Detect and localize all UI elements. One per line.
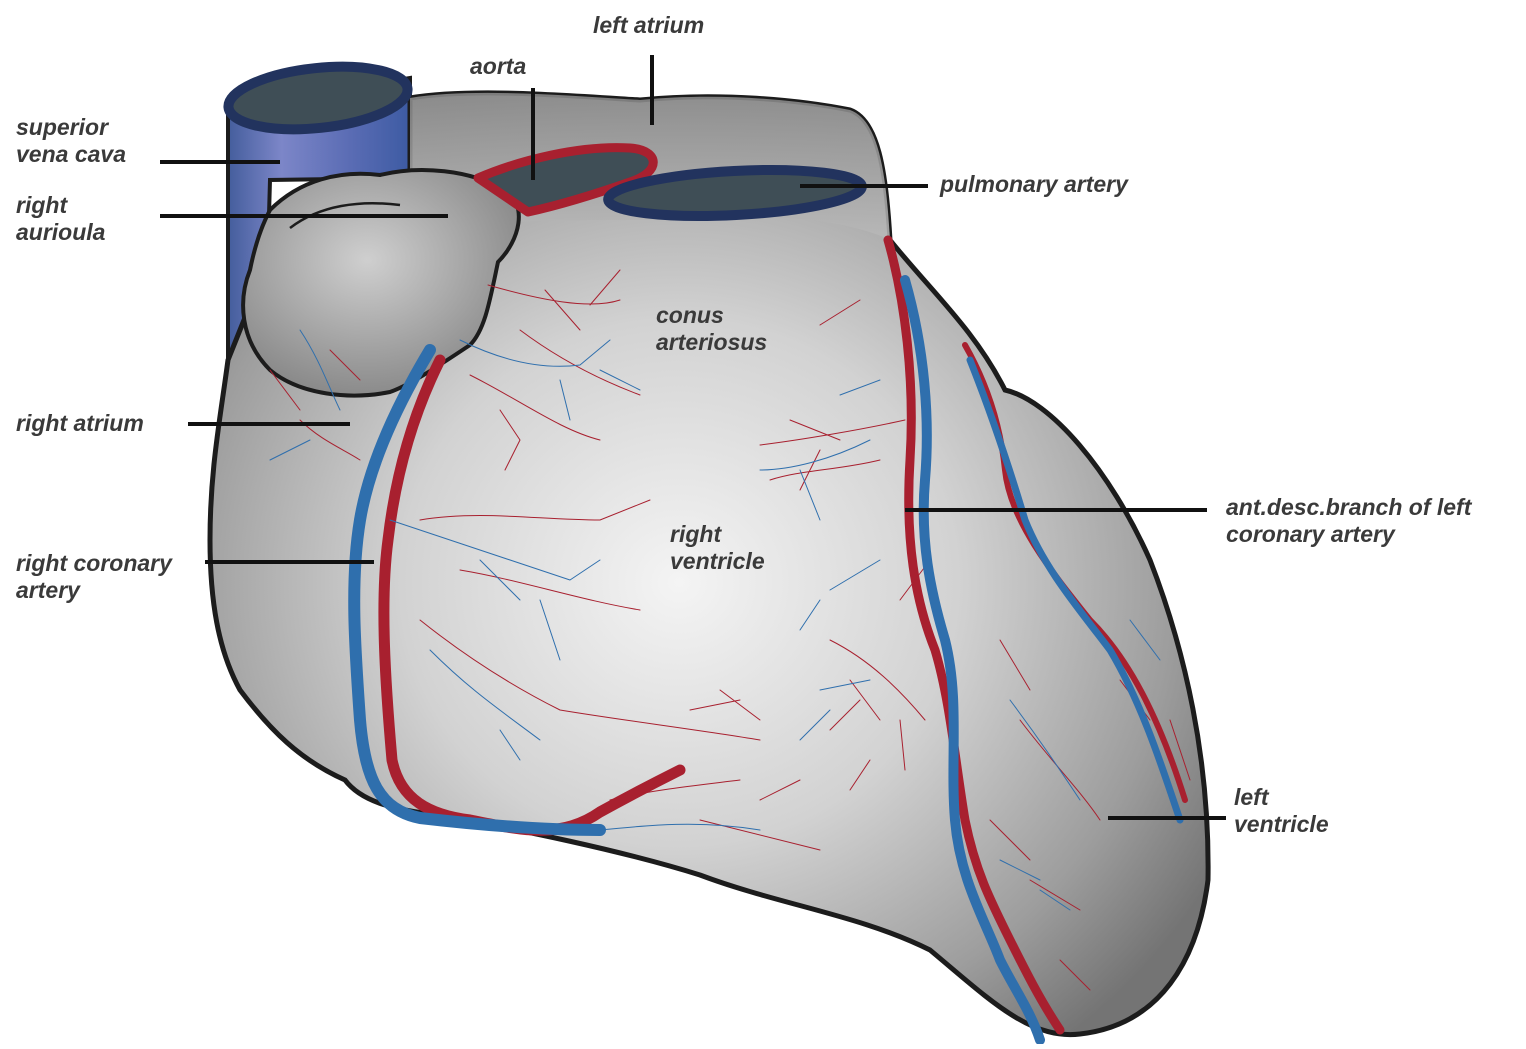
label-superior-vena-cava-line1: superior <box>16 114 126 141</box>
label-ant-desc-branch-line2: coronary artery <box>1226 521 1471 548</box>
label-left-ventricle-line2: ventricle <box>1234 811 1329 838</box>
label-superior-vena-cava: superior vena cava <box>16 114 126 168</box>
label-right-auricula: right aurioula <box>16 192 105 246</box>
label-conus-arteriosus: conus arteriosus <box>656 302 767 356</box>
label-right-coronary-artery-line2: artery <box>16 577 172 604</box>
label-ant-desc-branch: ant.desc.branch of left coronary artery <box>1226 494 1471 548</box>
label-right-auricula-line2: aurioula <box>16 219 105 246</box>
label-right-coronary-artery: right coronary artery <box>16 550 172 604</box>
label-aorta: aorta <box>470 53 526 80</box>
label-pulmonary-artery: pulmonary artery <box>940 171 1128 198</box>
label-right-atrium: right atrium <box>16 410 144 437</box>
label-left-ventricle: left ventricle <box>1234 784 1329 838</box>
label-right-ventricle: right ventricle <box>670 521 765 575</box>
label-right-ventricle-line2: ventricle <box>670 548 765 575</box>
label-ant-desc-branch-line1: ant.desc.branch of left <box>1226 494 1471 521</box>
label-left-atrium: left atrium <box>593 12 704 39</box>
label-conus-arteriosus-line2: arteriosus <box>656 329 767 356</box>
label-right-coronary-artery-line1: right coronary <box>16 550 172 577</box>
label-conus-arteriosus-line1: conus <box>656 302 767 329</box>
label-right-auricula-line1: right <box>16 192 105 219</box>
label-superior-vena-cava-line2: vena cava <box>16 141 126 168</box>
label-right-ventricle-line1: right <box>670 521 765 548</box>
label-left-ventricle-line1: left <box>1234 784 1329 811</box>
